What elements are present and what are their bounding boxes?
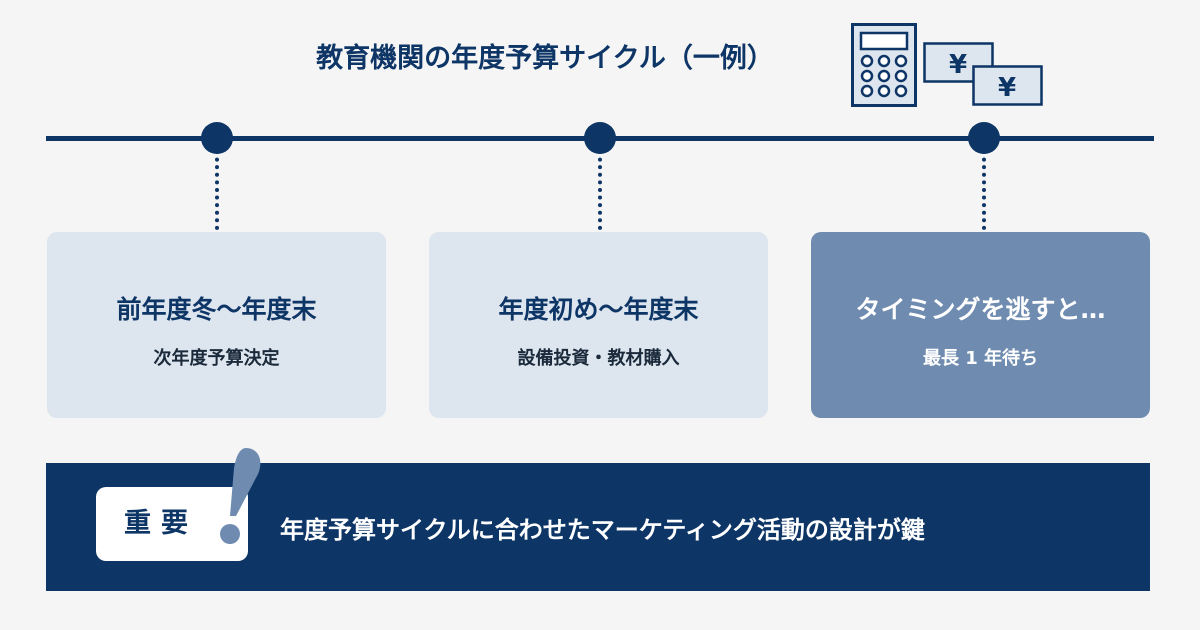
- connector: [598, 150, 602, 230]
- phase-card: 年度初め〜年度末 設備投資・教材購入: [429, 232, 768, 418]
- phase-heading: 年度初め〜年度末: [498, 295, 699, 324]
- yen-bill-icon: ¥ ¥: [923, 42, 1043, 106]
- timeline-dot: [201, 122, 233, 154]
- timeline-dot: [968, 122, 1000, 154]
- phase-sub: 次年度予算決定: [153, 348, 280, 369]
- timeline-dot: [584, 122, 616, 154]
- key-message: 年度予算サイクルに合わせたマーケティング活動の設計が鍵: [280, 516, 925, 544]
- page-title: 教育機関の年度予算サイクル（一例）: [316, 43, 774, 74]
- phase-heading: タイミングを逃すと…: [855, 295, 1106, 324]
- phase-card: 前年度冬〜年度末 次年度予算決定: [47, 232, 386, 418]
- calculator-icon: [851, 23, 917, 107]
- phase-heading: 前年度冬〜年度末: [116, 295, 317, 324]
- svg-text:¥: ¥: [949, 50, 967, 80]
- phase-sub: 最長 1 年待ち: [922, 348, 1039, 369]
- exclamation-icon: [220, 448, 261, 544]
- connector: [215, 150, 219, 230]
- phase-card-warning: タイミングを逃すと… 最長 1 年待ち: [811, 232, 1150, 418]
- connector: [982, 150, 986, 230]
- phase-sub: 設備投資・教材購入: [517, 348, 680, 369]
- important-badge: 重要: [96, 487, 248, 561]
- svg-text:¥: ¥: [998, 73, 1016, 103]
